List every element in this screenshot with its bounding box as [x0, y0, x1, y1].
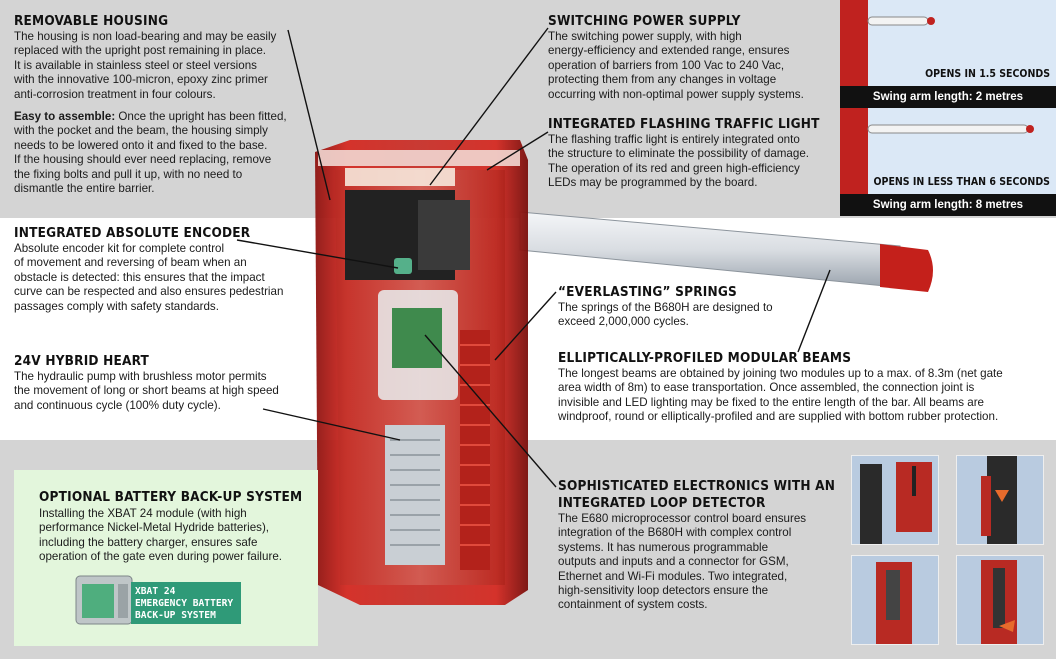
- beams-section: ELLIPTICALLY-PROFILED MODULAR BEAMS The …: [558, 350, 1052, 425]
- power-section: SWITCHING POWER SUPPLY The switching pow…: [548, 13, 838, 102]
- opens-time-label: OPENS IN LESS THAN 6 SECONDS: [873, 176, 1051, 188]
- assembly-photo-4: [956, 555, 1044, 645]
- section-title: OPTIONAL BATTERY BACK-UP SYSTEM: [39, 489, 303, 505]
- speed-panel-8m: OPENS IN LESS THAN 6 SECONDS Swing arm l…: [840, 108, 1056, 216]
- long-arm-icon: [840, 108, 1034, 194]
- section-title: INTEGRATED FLASHING TRAFFIC LIGHT: [548, 116, 820, 132]
- section-body: Installing the XBAT 24 module (with high…: [39, 507, 282, 564]
- section-title: 24V HYBRID HEART: [14, 353, 150, 369]
- battery-label: XBAT 24 EMERGENCY BATTERY BACK-UP SYSTEM: [131, 582, 241, 624]
- easy-assemble-text: Easy to assemble: Once the upright has b…: [14, 110, 314, 196]
- section-body: Absolute encoder kit for complete contro…: [14, 242, 284, 313]
- short-arm-icon: [840, 0, 935, 86]
- section-title: SOPHISTICATED ELECTRONICS WITH AN INTEGR…: [558, 478, 836, 511]
- section-body: The springs of the B680H are designed to…: [558, 301, 773, 329]
- housing: [315, 140, 528, 605]
- section-title: INTEGRATED ABSOLUTE ENCODER: [14, 225, 251, 241]
- speed-panel-2m: OPENS IN 1.5 SECONDS Swing arm length: 2…: [840, 0, 1056, 108]
- section-body: The E680 microprocessor control board en…: [558, 512, 807, 612]
- section-title: “EVERLASTING” SPRINGS: [558, 284, 737, 300]
- section-title: REMOVABLE HOUSING: [14, 13, 169, 29]
- section-title: SWITCHING POWER SUPPLY: [548, 13, 741, 29]
- assembly-photo-1: [851, 455, 939, 545]
- swing-arm-label: Swing arm length: 2 metres: [840, 86, 1056, 108]
- encoder-section: INTEGRATED ABSOLUTE ENCODER Absolute enc…: [14, 225, 314, 314]
- battery-panel: OPTIONAL BATTERY BACK-UP SYSTEM Installi…: [14, 470, 318, 646]
- section-body: The hydraulic pump with brushless motor …: [14, 370, 279, 412]
- swing-arm-label: Swing arm length: 8 metres: [840, 194, 1056, 216]
- assembly-photo-3: [851, 555, 939, 645]
- electronics-section: SOPHISTICATED ELECTRONICS WITH AN INTEGR…: [558, 478, 838, 613]
- easy-assemble-body: Once the upright has been fitted, with t…: [14, 110, 287, 196]
- opens-time-label: OPENS IN 1.5 SECONDS: [925, 68, 1050, 80]
- easy-assemble-label: Easy to assemble:: [14, 110, 116, 124]
- assembly-photo-2: [956, 455, 1044, 545]
- beam: [519, 211, 933, 292]
- section-body: The switching power supply, with high en…: [548, 30, 804, 101]
- section-title: ELLIPTICALLY-PROFILED MODULAR BEAMS: [558, 350, 852, 366]
- heart-section: 24V HYBRID HEART The hydraulic pump with…: [14, 353, 314, 413]
- section-body: The flashing traffic light is entirely i…: [548, 133, 809, 190]
- leader-lines: [236, 27, 831, 488]
- light-section: INTEGRATED FLASHING TRAFFIC LIGHT The fl…: [548, 116, 838, 191]
- battery-module-icon: [75, 575, 133, 625]
- springs-section: “EVERLASTING” SPRINGS The springs of the…: [558, 284, 828, 330]
- section-body: The longest beams are obtained by joinin…: [558, 367, 1003, 424]
- section-body: The housing is non load-bearing and may …: [14, 30, 277, 101]
- housing-section: REMOVABLE HOUSING The housing is non loa…: [14, 13, 314, 196]
